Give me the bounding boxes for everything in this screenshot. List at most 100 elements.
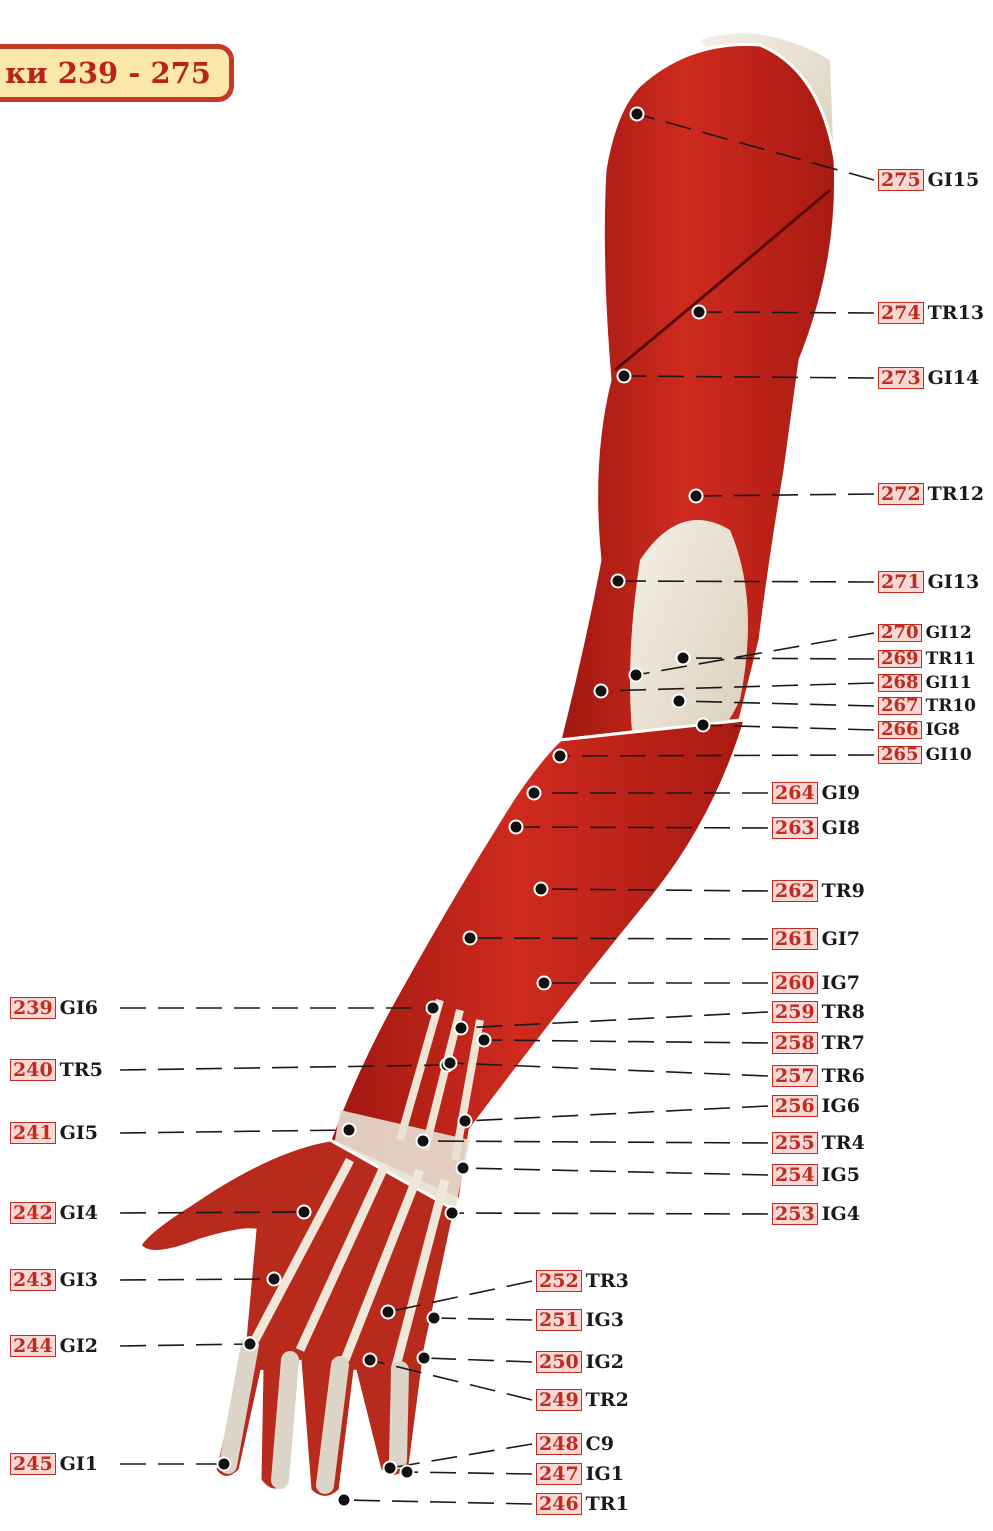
point-number: 271 (878, 571, 924, 593)
point-code: IG5 (822, 1164, 860, 1186)
point-number: 273 (878, 367, 924, 389)
point-number: 265 (878, 746, 922, 764)
point-code: TR13 (928, 302, 984, 324)
point-code: TR8 (822, 1001, 865, 1023)
point-code: GI4 (60, 1202, 98, 1224)
acupoint-dot-265 (554, 750, 567, 763)
leader-line-242 (120, 1212, 304, 1213)
leader-line-247 (407, 1472, 532, 1474)
point-number: 251 (536, 1309, 582, 1331)
point-label-256: 256IG6 (772, 1094, 860, 1118)
acupoint-dot-242 (298, 1206, 311, 1219)
point-number: 252 (536, 1270, 582, 1292)
point-number: 253 (772, 1203, 818, 1225)
acupoint-dot-266 (697, 719, 710, 732)
point-code: GI8 (822, 817, 860, 839)
point-number: 262 (772, 880, 818, 902)
acupoint-dot-255 (417, 1135, 430, 1148)
point-code: IG2 (586, 1351, 624, 1373)
point-number: 241 (10, 1122, 56, 1144)
point-code: GI3 (60, 1269, 98, 1291)
point-number: 249 (536, 1389, 582, 1411)
point-label-252: 252TR3 (536, 1269, 629, 1293)
leader-line-246 (344, 1500, 532, 1504)
point-label-242: 242GI4 (10, 1201, 98, 1225)
point-code: TR1 (586, 1493, 629, 1515)
point-code: GI9 (822, 782, 860, 804)
acupoint-dot-241 (343, 1124, 356, 1137)
point-number: 250 (536, 1351, 582, 1373)
acupoint-dot-244 (244, 1338, 257, 1351)
point-number: 248 (536, 1433, 582, 1455)
point-label-266: 266IG8 (878, 718, 960, 742)
point-number: 275 (878, 169, 924, 191)
point-number: 243 (10, 1269, 56, 1291)
point-label-241: 241GI5 (10, 1121, 98, 1145)
point-number: 268 (878, 674, 922, 692)
point-number: 258 (772, 1032, 818, 1054)
point-number: 244 (10, 1335, 56, 1357)
leader-line-243 (120, 1279, 274, 1280)
title-text: ки 239 - 275 (5, 56, 211, 90)
acupoint-dot-268 (595, 685, 608, 698)
point-code: GI6 (60, 997, 98, 1019)
point-code: TR4 (822, 1132, 865, 1154)
point-number: 239 (10, 997, 56, 1019)
acupoint-dot-245 (218, 1458, 231, 1471)
point-code: GI10 (926, 745, 972, 765)
point-code: GI15 (928, 169, 980, 191)
acupoint-dot-272 (690, 490, 703, 503)
leader-line-255 (423, 1141, 768, 1143)
point-code: GI13 (928, 571, 980, 593)
point-code: IG4 (822, 1203, 860, 1225)
leader-line-250 (424, 1358, 532, 1362)
point-number: 240 (10, 1059, 56, 1081)
point-number: 264 (772, 782, 818, 804)
point-code: GI11 (926, 673, 972, 693)
point-code: GI5 (60, 1122, 98, 1144)
leader-line-244 (120, 1344, 250, 1346)
acupoint-dot-275 (631, 108, 644, 121)
point-code: TR6 (822, 1065, 865, 1087)
point-number: 255 (772, 1132, 818, 1154)
point-number: 259 (772, 1001, 818, 1023)
point-code: TR12 (928, 483, 984, 505)
point-number: 263 (772, 817, 818, 839)
acupoint-dot-257 (444, 1057, 457, 1070)
point-number: 256 (772, 1095, 818, 1117)
point-code: GI7 (822, 928, 860, 950)
acupoint-dot-263 (510, 821, 523, 834)
point-code: IG8 (926, 720, 960, 740)
acupoint-dot-247 (401, 1466, 414, 1479)
point-number: 246 (536, 1493, 582, 1515)
point-code: GI14 (928, 367, 980, 389)
point-number: 254 (772, 1164, 818, 1186)
leader-line-265 (560, 755, 874, 756)
point-code: TR10 (926, 696, 976, 716)
point-number: 269 (878, 650, 922, 668)
point-label-265: 265GI10 (878, 743, 972, 767)
point-number: 274 (878, 302, 924, 324)
acupoint-dot-262 (535, 883, 548, 896)
point-code: TR5 (60, 1059, 103, 1081)
leader-line-251 (434, 1318, 532, 1320)
acupoint-dot-249 (364, 1354, 377, 1367)
point-label-262: 262TR9 (772, 879, 865, 903)
acupoint-dot-246 (338, 1494, 351, 1507)
acupoint-dot-248 (384, 1462, 397, 1475)
point-code: TR9 (822, 880, 865, 902)
acupoint-dot-243 (268, 1273, 281, 1286)
point-code: C9 (586, 1433, 614, 1455)
acupoint-dot-239 (427, 1002, 440, 1015)
